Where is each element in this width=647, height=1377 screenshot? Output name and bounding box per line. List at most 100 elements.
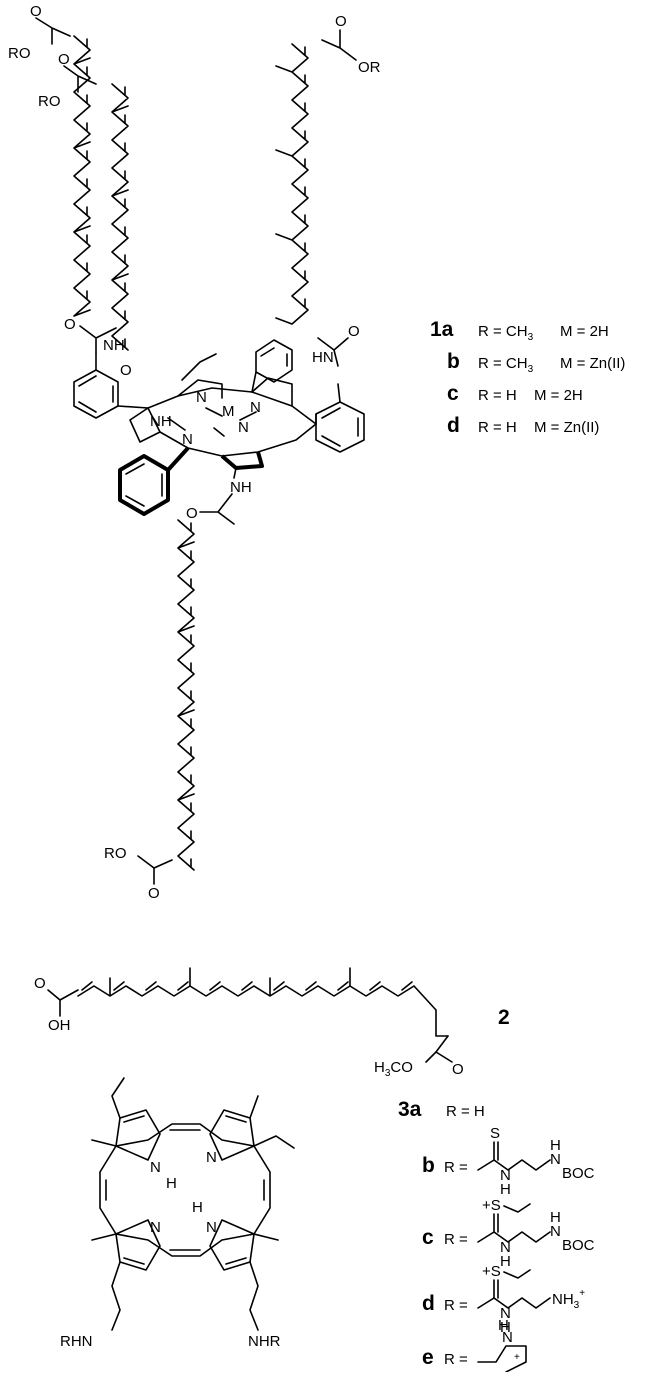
porphyrin-1-pyrrole-tr bbox=[251, 377, 293, 407]
svg-text:R = H: R = H bbox=[478, 419, 517, 436]
ester-top-left-1-o: O bbox=[30, 3, 42, 20]
legend-3: 3a R = H b R = S N H H N BOC c R = +S N … bbox=[398, 1098, 595, 1373]
legend-3-row-b: b R = S N H H N BOC bbox=[422, 1125, 595, 1198]
svg-text:M = 2H: M = 2H bbox=[560, 323, 609, 340]
ester-top-left-2-o: O bbox=[58, 51, 70, 68]
compound-2-ester-h3co: H3CO bbox=[374, 1059, 413, 1079]
svg-text:N: N bbox=[500, 1167, 511, 1184]
carbonyl-o-inner: O bbox=[120, 362, 132, 379]
compound-2-polyene bbox=[77, 967, 449, 1037]
porphyrin-3-chain-br bbox=[249, 1261, 259, 1331]
ester-top-left-1-bonds bbox=[35, 17, 71, 45]
svg-text:H: H bbox=[500, 1319, 511, 1336]
porphyrin-3-methyl-tr bbox=[249, 1095, 259, 1119]
polyene-chains bbox=[73, 35, 309, 871]
svg-text:H: H bbox=[550, 1209, 561, 1226]
svg-text:e: e bbox=[422, 1346, 434, 1369]
svg-text:b: b bbox=[447, 350, 460, 373]
porphyrin-1-metal: M bbox=[222, 403, 235, 420]
svg-text:R =: R = bbox=[444, 1159, 468, 1176]
svg-text:N: N bbox=[550, 1151, 561, 1168]
svg-text:H: H bbox=[500, 1181, 511, 1198]
porphyrin-3-pyrrole-bl bbox=[115, 1219, 161, 1271]
chain-top-left-2 bbox=[111, 83, 129, 351]
legend-1-row-c: c R = H M = 2H bbox=[447, 382, 583, 405]
svg-text:M = Zn(II): M = Zn(II) bbox=[534, 419, 599, 436]
porphyrin-3-n-right: N bbox=[206, 1149, 217, 1166]
svg-text:N: N bbox=[500, 1239, 511, 1256]
legend-1-row-1a: 1a R = CH3 M = 2H bbox=[430, 318, 609, 343]
porphyrin-3-n-left: N bbox=[150, 1219, 161, 1236]
svg-text:R = CH3: R = CH3 bbox=[478, 355, 534, 375]
svg-text:d: d bbox=[422, 1292, 435, 1315]
compound-2-chain bbox=[77, 967, 449, 1037]
svg-text:R =: R = bbox=[444, 1297, 468, 1314]
legend-1: 1a R = CH3 M = 2H b R = CH3 M = Zn(II) c… bbox=[430, 318, 625, 437]
svg-text:H: H bbox=[500, 1253, 511, 1270]
ester-top-right-o: O bbox=[335, 13, 347, 30]
svg-text:N: N bbox=[550, 1223, 561, 1240]
porphyrin-3-methyl-bl bbox=[91, 1233, 117, 1241]
porphyrin-3-h-right: H bbox=[192, 1199, 203, 1216]
chain-top-left-1 bbox=[73, 35, 91, 317]
porphyrin-3-chain-bl bbox=[111, 1261, 121, 1331]
svg-text:c: c bbox=[447, 382, 459, 405]
porphyrin-1: NH O O HN O N N NH N M N NH O O RO O RO … bbox=[8, 3, 381, 902]
porphyrin-3: N H N N H N RHN NHR bbox=[60, 1077, 295, 1350]
svg-text:N: N bbox=[502, 1329, 513, 1346]
svg-text:1a: 1a bbox=[430, 318, 454, 341]
svg-text:S: S bbox=[490, 1125, 500, 1142]
ester-bottom-or: RO bbox=[104, 845, 127, 862]
svg-text:R =: R = bbox=[444, 1231, 468, 1248]
svg-text:BOC: BOC bbox=[562, 1165, 595, 1182]
ester-top-left-2-or: RO bbox=[38, 93, 61, 110]
porphyrin-3-ethyl-tl bbox=[111, 1077, 125, 1119]
compound-2-label: 2 bbox=[498, 1006, 510, 1029]
porphyrin-1-phenyl-bottom bbox=[118, 446, 190, 516]
svg-text:c: c bbox=[422, 1226, 434, 1249]
ester-top-right-bonds bbox=[321, 29, 357, 61]
porphyrin-1-phenyl-left bbox=[73, 351, 149, 419]
porphyrin-3-rhn: RHN bbox=[60, 1333, 93, 1350]
porphyrin-1-inner-bonds bbox=[167, 407, 257, 437]
porphyrin-1-nh-core: NH bbox=[150, 413, 172, 430]
legend-1-row-d: d R = H M = Zn(II) bbox=[447, 414, 599, 437]
compound-2-ester-o: O bbox=[452, 1061, 464, 1078]
porphyrin-1-n-top-right: N bbox=[250, 399, 261, 416]
legend-3-row-c: c R = +S N H H N BOC bbox=[422, 1197, 595, 1270]
porphyrin-1-pyrrole-tl bbox=[177, 379, 223, 399]
svg-text:+S: +S bbox=[482, 1197, 501, 1214]
porphyrin-3-ethyl-tr bbox=[253, 1135, 295, 1149]
compound-2-acid-o: O bbox=[34, 975, 46, 992]
porphyrin-3-pyrrole-br bbox=[209, 1219, 255, 1271]
porphyrin-1-pyrrole-bottom bbox=[220, 451, 264, 470]
carbonyl-o-bottom: O bbox=[186, 505, 198, 522]
svg-text:BOC: BOC bbox=[562, 1237, 595, 1254]
compound-2-ester-bonds bbox=[425, 1035, 453, 1063]
carbonyl-o-right: O bbox=[348, 323, 360, 340]
porphyrin-1-inner-amide-bond bbox=[181, 353, 217, 381]
svg-text:R = CH3: R = CH3 bbox=[478, 323, 534, 343]
svg-text:M = Zn(II): M = Zn(II) bbox=[560, 355, 625, 372]
svg-text:d: d bbox=[447, 414, 460, 437]
ester-bottom-o: O bbox=[148, 885, 160, 902]
porphyrin-1-phenyl-right bbox=[315, 383, 365, 453]
legend-3-row-3a: 3a R = H bbox=[398, 1098, 485, 1121]
svg-text:R =: R = bbox=[444, 1351, 468, 1368]
porphyrin-3-methyl-br bbox=[253, 1233, 279, 1241]
ester-top-left-1-or: RO bbox=[8, 45, 31, 62]
svg-text:+S: +S bbox=[482, 1263, 501, 1280]
ester-top-right-or: OR bbox=[358, 59, 381, 76]
svg-text:3a: 3a bbox=[398, 1098, 422, 1121]
compound-2: O OH H3CO O 2 bbox=[34, 967, 510, 1079]
svg-text:N: N bbox=[500, 1305, 511, 1322]
svg-text:R = H: R = H bbox=[478, 387, 517, 404]
svg-text:NH3+: NH3+ bbox=[552, 1288, 585, 1311]
ester-bottom-bonds bbox=[137, 855, 173, 885]
compound-2-acid-oh: OH bbox=[48, 1017, 71, 1034]
porphyrin-3-macrocycle bbox=[99, 1123, 271, 1257]
porphyrin-1-bottom-amide-bond bbox=[199, 467, 237, 525]
amide-nh-bottom: NH bbox=[230, 479, 252, 496]
